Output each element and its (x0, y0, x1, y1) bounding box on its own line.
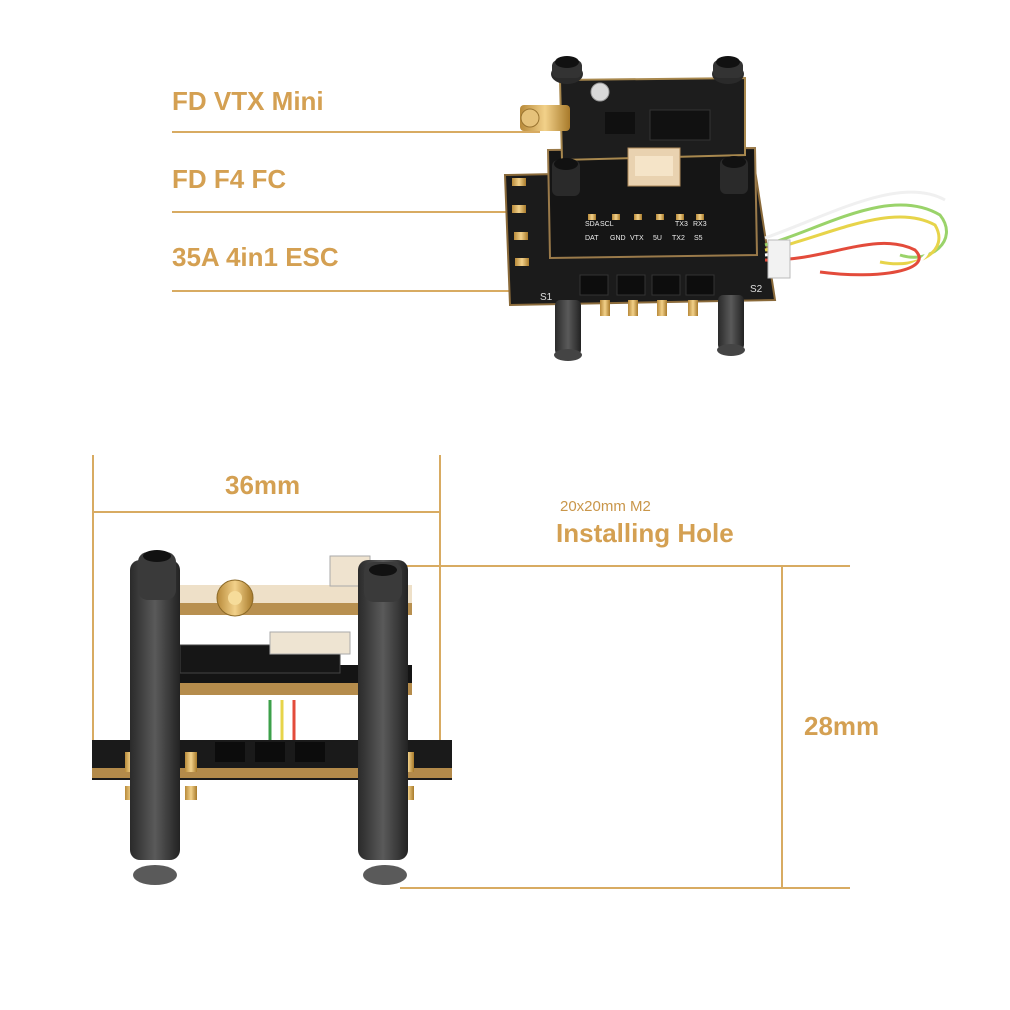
esc-label: 35A 4in1 ESC (172, 242, 339, 272)
fc-label: FD F4 FC (172, 164, 287, 194)
front-stack-photo (92, 550, 452, 885)
width-dimension-label: 36mm (225, 470, 301, 500)
svg-text:TX3: TX3 (675, 221, 688, 228)
svg-text:S5: S5 (694, 235, 703, 242)
svg-text:SDA: SDA (585, 221, 600, 228)
hole-spec-label: 20x20mm M2 (560, 498, 651, 515)
svg-text:DAT: DAT (585, 235, 599, 242)
top-stack-photo: S1 S2 DAT GND VTX 5U TX2 S5 SDA SCL TX3 … (503, 56, 948, 361)
esc-silk-s2: S2 (750, 284, 763, 295)
svg-text:SCL: SCL (600, 221, 614, 228)
dimension-lines (92, 455, 850, 889)
leader-lines (172, 131, 540, 292)
svg-text:GND: GND (610, 235, 626, 242)
svg-text:TX2: TX2 (672, 235, 685, 242)
svg-text:RX3: RX3 (693, 221, 707, 228)
installing-hole-label: Installing Hole (556, 518, 734, 548)
svg-text:5U: 5U (653, 235, 662, 242)
height-dimension-label: 28mm (804, 711, 880, 741)
vtx-label: FD VTX Mini (172, 86, 324, 116)
svg-text:VTX: VTX (630, 235, 644, 242)
esc-silk-s1: S1 (540, 292, 553, 303)
